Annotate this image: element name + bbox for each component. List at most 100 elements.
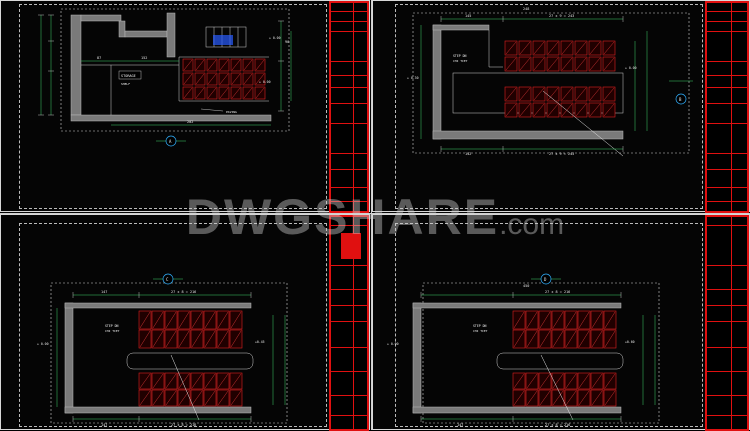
- plan-boundary: [60, 8, 290, 132]
- sheet-inner-frame: [19, 4, 327, 209]
- floor-plan-top-left[interactable]: 87 152 90 202 + 0.00 + 0.00 STORAGE SHEL…: [1, 1, 331, 213]
- tile-hatch: [243, 59, 253, 71]
- tile-hatch: [207, 59, 217, 71]
- dimension-lines: [421, 294, 656, 420]
- tile-hatch: [604, 311, 616, 329]
- tile-hatch: [533, 41, 545, 55]
- tile-hatch: [152, 390, 164, 406]
- sheet-inner-frame: [395, 223, 703, 427]
- tile-hatch: [165, 330, 177, 348]
- tile-hatch: [519, 103, 531, 117]
- dimension-ticks: [420, 292, 622, 422]
- floor-plan-top-right[interactable]: 145 248 27 x 9 = 243 142 27 x 9 = 243 + …: [373, 1, 703, 213]
- tile-hatch: [230, 311, 242, 329]
- tile-hatch: [552, 330, 564, 348]
- dim-top-left: 147: [101, 290, 107, 294]
- callout-label: D: [544, 277, 547, 282]
- handrail-outline: [126, 352, 254, 370]
- tile-hatch: [519, 87, 531, 101]
- dim-top-right: 27 x 9 = 243: [549, 14, 574, 18]
- tile-hatch: [505, 57, 517, 71]
- tile-hatch: [255, 59, 265, 71]
- stair-highlight: [213, 35, 233, 45]
- level-marker: + 0.00: [269, 36, 281, 40]
- tile-hatch: [526, 390, 538, 406]
- wall-top: [64, 302, 252, 309]
- tile-hatch: [230, 390, 242, 406]
- tile-hatch: [183, 73, 193, 85]
- dimension-lines: [420, 18, 648, 150]
- tile-hatch: [165, 311, 177, 329]
- tile-hatch: [589, 41, 601, 55]
- sheet-divider-horizontal: [0, 213, 750, 214]
- wall-left: [432, 24, 442, 140]
- tile-hatch: [603, 57, 615, 71]
- tile-hatch: [217, 390, 229, 406]
- tile-hatch: [539, 373, 551, 389]
- tile-hatch: [539, 311, 551, 329]
- tile-hatch: [547, 57, 559, 71]
- tile-hatch: [565, 330, 577, 348]
- sheet-top-right[interactable]: 145 248 27 x 9 = 243 142 27 x 9 = 243 + …: [372, 0, 750, 213]
- detail-tag: CHI TIET: [105, 329, 120, 333]
- storage-tag-box: [118, 70, 142, 80]
- tile-hatch: [565, 373, 577, 389]
- storage-tag: STORAGE: [121, 74, 136, 78]
- tile-hatch: [231, 59, 241, 71]
- tile-hatch: [565, 390, 577, 406]
- tile-hatch: [561, 103, 573, 117]
- dim-bottom-left: 147: [457, 423, 463, 427]
- sheet-divider-vertical: [371, 0, 372, 430]
- tile-hatch: [533, 57, 545, 71]
- section-callout[interactable]: D: [531, 273, 561, 285]
- title-block[interactable]: [705, 215, 749, 431]
- sheet-inner-frame: [19, 223, 327, 427]
- wall-left: [70, 14, 82, 116]
- tile-hatch: [195, 73, 205, 85]
- tile-hatch: [165, 373, 177, 389]
- section-callout[interactable]: C: [153, 273, 183, 285]
- section-callout[interactable]: B: [669, 80, 693, 105]
- sheet-top-left[interactable]: 87 152 90 202 + 0.00 + 0.00 STORAGE SHEL…: [0, 0, 370, 213]
- tile-hatch: [139, 311, 151, 329]
- tile-hatch: [139, 373, 151, 389]
- wall-bottom: [412, 406, 622, 414]
- dim-top-left: 450: [523, 284, 529, 288]
- wall-top: [412, 302, 622, 309]
- level-marker: + 0.00: [37, 342, 49, 346]
- logo-block: [341, 233, 361, 259]
- sheet-bottom-left[interactable]: 147 27 x 8 = 216 147 27 x 8 = 216 + 0.00…: [0, 214, 370, 431]
- dimension-ticks: [72, 292, 252, 422]
- tile-hatch: [575, 87, 587, 101]
- floor-plan-bottom-right[interactable]: 450 27 x 8 = 216 147 27 x 8 = 216 + 0.00…: [373, 215, 703, 431]
- tile-hatch: [230, 330, 242, 348]
- tile-hatch: [505, 103, 517, 117]
- sheet-bottom-right[interactable]: 450 27 x 8 = 216 147 27 x 8 = 216 + 0.00…: [372, 214, 750, 431]
- wall-column: [166, 12, 176, 58]
- plan-boundary: [422, 282, 660, 424]
- wall-bottom: [70, 114, 272, 122]
- tile-hatch: [219, 87, 229, 99]
- dim-mid-a: 87: [97, 56, 101, 60]
- tile-hatch: [191, 373, 203, 389]
- tile-hatch: [575, 41, 587, 55]
- tile-hatch: [152, 330, 164, 348]
- tile-hatch: [513, 311, 525, 329]
- title-block[interactable]: [329, 215, 369, 431]
- callout-label: C: [166, 277, 169, 282]
- floor-plan-bottom-left[interactable]: 147 27 x 8 = 216 147 27 x 8 = 216 + 0.00…: [1, 215, 331, 431]
- title-block[interactable]: [705, 1, 749, 213]
- tile-hatch: [204, 330, 216, 348]
- title-block[interactable]: [329, 1, 369, 213]
- tile-pattern: [512, 310, 617, 407]
- tile-hatch: [513, 330, 525, 348]
- callout-label: B: [679, 97, 682, 102]
- tile-pattern: [138, 310, 243, 407]
- wall-bottom: [64, 406, 252, 414]
- tile-hatch: [231, 87, 241, 99]
- tile-hatch: [217, 330, 229, 348]
- section-callout[interactable]: A: [156, 135, 186, 147]
- tile-hatch: [533, 87, 545, 101]
- tile-hatch: [575, 57, 587, 71]
